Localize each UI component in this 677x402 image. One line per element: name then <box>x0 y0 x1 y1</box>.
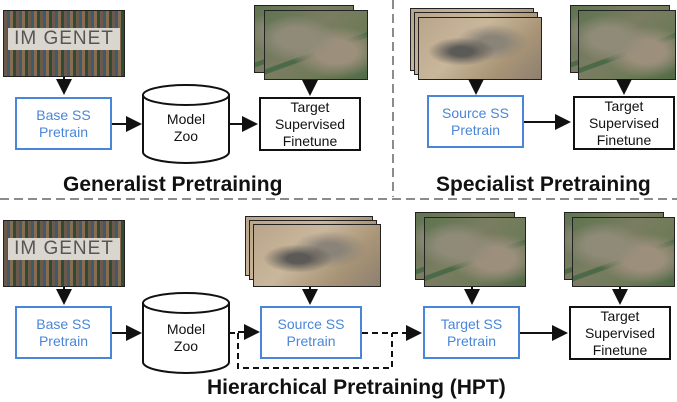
target-image-top <box>264 10 368 80</box>
target-supervised-finetune-box-hpt: Target Supervised Finetune <box>569 306 671 360</box>
generalist-title: Generalist Pretraining <box>63 173 283 196</box>
source-image-hpt <box>253 224 381 287</box>
target-image-specialist <box>578 10 676 80</box>
source-image-specialist <box>418 17 542 80</box>
imagenet-logo: IM GENET <box>8 238 120 260</box>
specialist-title: Specialist Pretraining <box>436 173 651 196</box>
model-zoo-label: Model Zoo <box>166 111 206 144</box>
hpt-title: Hierarchical Pretraining (HPT) <box>207 376 506 399</box>
target-supervised-finetune-box: Target Supervised Finetune <box>573 96 675 150</box>
model-zoo-cylinder-top <box>142 84 230 164</box>
target-ss-image <box>424 217 526 287</box>
base-ss-pretrain-box: Base SS Pretrain <box>15 97 112 150</box>
model-zoo-cylinder-hpt <box>142 292 230 374</box>
source-ss-pretrain-box: Source SS Pretrain <box>427 95 524 148</box>
imagenet-image-top: IM GENET <box>3 10 125 77</box>
model-zoo-label-hpt: Model Zoo <box>166 321 206 354</box>
target-supervised-finetune-box: Target Supervised Finetune <box>259 97 361 151</box>
imagenet-logo: IM GENET <box>8 28 120 50</box>
base-ss-pretrain-box-hpt: Base SS Pretrain <box>15 306 112 359</box>
target-image-hpt <box>572 217 675 287</box>
imagenet-image-hpt: IM GENET <box>3 220 125 287</box>
source-ss-pretrain-box-hpt: Source SS Pretrain <box>260 306 362 359</box>
target-ss-pretrain-box: Target SS Pretrain <box>423 306 520 359</box>
